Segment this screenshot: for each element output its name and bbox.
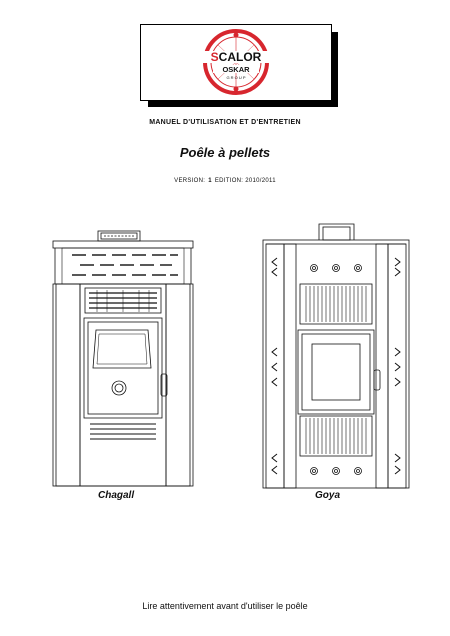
goya-stove-illustration — [262, 223, 410, 489]
footer-notice: Lire attentivement avant d'utiliser le p… — [142, 601, 308, 611]
svg-text:SCALOR: SCALOR — [211, 50, 262, 64]
document-title: Poêle à pellets — [179, 145, 271, 160]
version-number: 1 — [208, 178, 212, 184]
logo-box: SCALOR OSKAR G R O U P — [140, 24, 332, 101]
manual-subtitle: MANUEL D'UTILISATION ET D'ENTRETIEN — [149, 119, 301, 126]
sicalor-oskar-logo: SCALOR OSKAR G R O U P — [203, 29, 269, 95]
product-label-chagall: Chagall — [98, 490, 135, 501]
edition-label: EDITION: 2010/2011 — [214, 178, 276, 184]
brand-name: CALOR — [219, 50, 262, 64]
version-label: VERSION: — [174, 178, 206, 184]
chagall-stove-illustration — [52, 230, 194, 487]
product-label-goya: Goya — [315, 490, 341, 501]
group-label: G R O U P — [226, 75, 245, 80]
group-name: OSKAR — [222, 65, 250, 74]
brand-letter-s: S — [211, 50, 219, 64]
